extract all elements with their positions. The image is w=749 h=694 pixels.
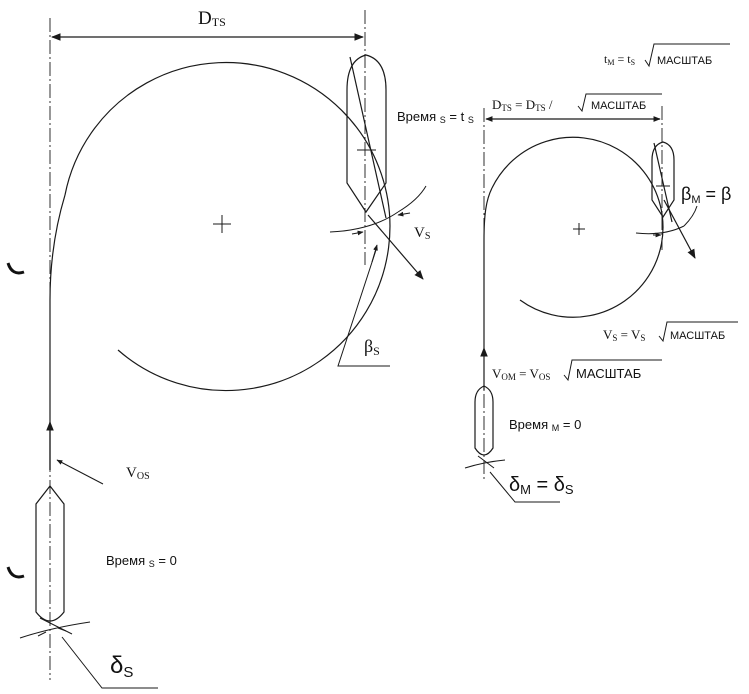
model-tactical-diameter-formula: DTS = DTS / bbox=[492, 97, 553, 113]
model-turning-circle bbox=[491, 136, 664, 318]
fullscale-drift-arrow-right bbox=[397, 211, 411, 217]
model-speed-formula: VS = VS bbox=[603, 327, 645, 343]
model-ship-start-hull bbox=[474, 385, 494, 456]
fullscale-rudder-leader bbox=[61, 636, 158, 689]
model-speed-vector bbox=[663, 199, 696, 259]
model-drift-arc bbox=[635, 225, 685, 235]
model-time-scale-sqrt bbox=[644, 43, 730, 68]
model-time-scale-value: МАСШТАБ bbox=[657, 55, 712, 67]
fullscale-drift-arc bbox=[329, 211, 399, 233]
fullscale-drift-leader bbox=[337, 249, 390, 367]
model-approach-formula: VOM = VOS bbox=[492, 366, 550, 382]
fullscale-circle-center-mark bbox=[213, 215, 231, 233]
model-tactical-diameter-scale: МАСШТАБ bbox=[591, 100, 646, 112]
fullscale-drift-arc-upper bbox=[397, 185, 427, 213]
model-speed-scale: МАСШТАБ bbox=[670, 330, 725, 342]
model-speed-sqrt bbox=[658, 321, 738, 343]
fullscale-time-end-label: Время S = t S bbox=[397, 109, 474, 126]
model-diagram: tM = tS МАСШТАБ DTS = DTS / МАСШТАБ βM =… bbox=[464, 43, 738, 503]
model-time-scale-formula: tM = tS bbox=[604, 52, 635, 67]
model-approach-sqrt bbox=[563, 359, 662, 382]
model-ship-track bbox=[483, 187, 493, 348]
fullscale-rudder-ticks bbox=[37, 627, 67, 637]
fullscale-turning-circle bbox=[64, 61, 391, 392]
model-approach-scale: МАСШТАБ bbox=[576, 366, 641, 381]
fullscale-ship-track bbox=[49, 194, 66, 470]
fullscale-ship-end-hull bbox=[346, 54, 387, 214]
fullscale-vos-label: VOS bbox=[126, 465, 150, 482]
model-rudder-leader bbox=[489, 471, 560, 503]
fullscale-drift-arrow-left bbox=[351, 230, 364, 236]
fullscale-vos-leader bbox=[56, 459, 104, 485]
model-drift-formula: βM = β bbox=[681, 184, 731, 206]
model-rudder-formula: δM = δS bbox=[509, 474, 574, 497]
model-tactical-diameter-sqrt bbox=[577, 93, 662, 113]
fullscale-ship-start-hull bbox=[35, 485, 65, 622]
model-circle-center-mark bbox=[573, 223, 585, 235]
fullscale-rudder-label: δS bbox=[110, 652, 133, 681]
model-drift-arc-upper bbox=[683, 205, 698, 227]
fullscale-drift-label: βS bbox=[364, 336, 380, 358]
fullscale-rudder-line bbox=[39, 617, 73, 635]
fullscale-tactical-diameter-label: DTS bbox=[198, 8, 226, 29]
fullscale-speed-label: VS bbox=[414, 225, 430, 242]
scan-edge-mark-lower bbox=[6, 566, 25, 579]
fullscale-speed-vector bbox=[367, 214, 424, 280]
scan-edge-mark-upper bbox=[6, 262, 25, 275]
fullscale-time-start-label: Время S = 0 bbox=[106, 553, 177, 570]
model-ship-end-hull bbox=[651, 141, 675, 219]
fullscale-drift-leader-arrow bbox=[371, 244, 378, 263]
fullscale-diagram: DTS VOS Время S = 0 δS bbox=[6, 8, 474, 689]
fullscale-heading-line bbox=[349, 56, 387, 219]
model-rudder-line bbox=[477, 455, 495, 469]
fullscale-rudder-arc bbox=[19, 621, 91, 639]
model-time-start-label: Время M = 0 bbox=[509, 417, 581, 434]
model-rudder-arc bbox=[464, 459, 506, 469]
